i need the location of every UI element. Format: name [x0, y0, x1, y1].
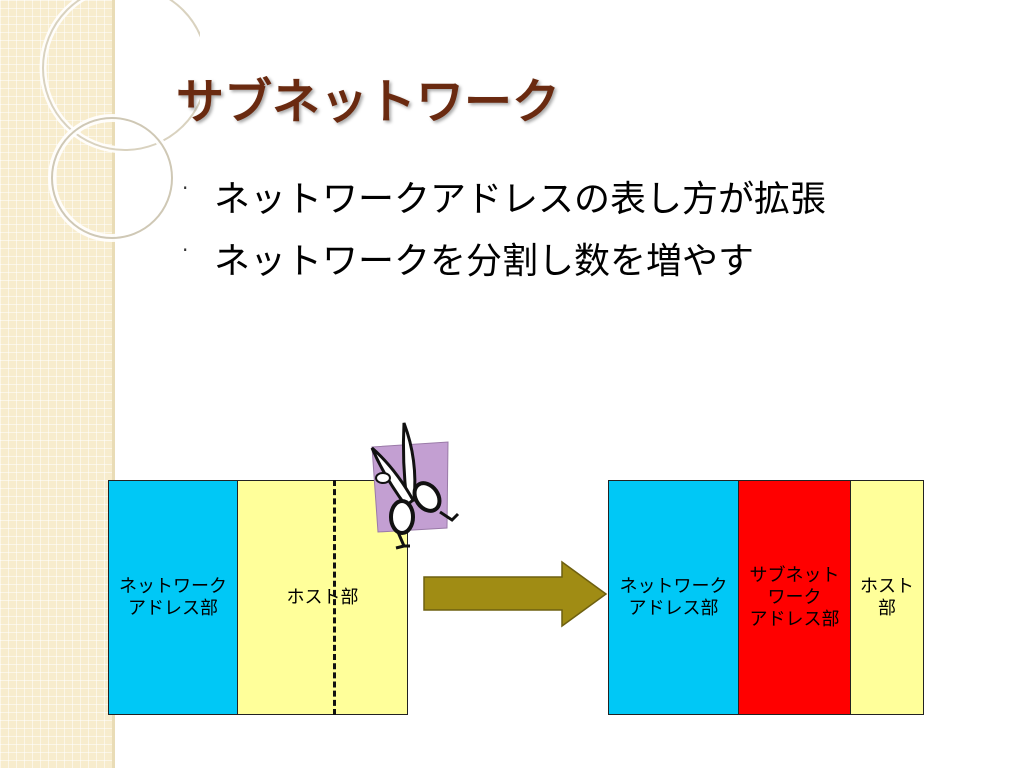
side-decoration-band: [0, 0, 112, 768]
before-host-label: ホスト部: [286, 586, 359, 608]
after-subnet-address-label: サブネット ワーク アドレス部: [749, 564, 840, 630]
after-network-address-box: ネットワーク アドレス部: [608, 480, 739, 715]
after-host-label: ホスト 部: [860, 575, 914, 619]
slide-title: サブネットワーク: [176, 74, 561, 130]
scissors-icon: [370, 422, 460, 550]
after-network-address-label: ネットワーク アドレス部: [619, 575, 728, 619]
bullet-item: · ネットワークを分割し数を増やす: [176, 232, 826, 294]
split-dashed-line: [333, 480, 336, 715]
after-host-box: ホスト 部: [850, 480, 924, 715]
side-decoration-edge: [112, 0, 115, 768]
bullet-item: · ネットワークアドレスの表し方が拡張: [176, 170, 826, 232]
bullet-list: · ネットワークアドレスの表し方が拡張 · ネットワークを分割し数を増やす: [176, 170, 826, 294]
after-subnet-address-box: サブネット ワーク アドレス部: [738, 480, 851, 715]
bullet-dot-icon: ·: [182, 176, 189, 200]
decorative-rings: [39, 0, 200, 242]
bullet-text: ネットワークを分割し数を増やす: [214, 241, 755, 282]
before-network-address-box: ネットワーク アドレス部: [108, 480, 238, 715]
right-arrow-icon: [423, 560, 608, 628]
before-network-address-label: ネットワーク アドレス部: [119, 575, 227, 619]
bullet-text: ネットワークアドレスの表し方が拡張: [214, 179, 827, 220]
bullet-dot-icon: ·: [182, 238, 189, 262]
